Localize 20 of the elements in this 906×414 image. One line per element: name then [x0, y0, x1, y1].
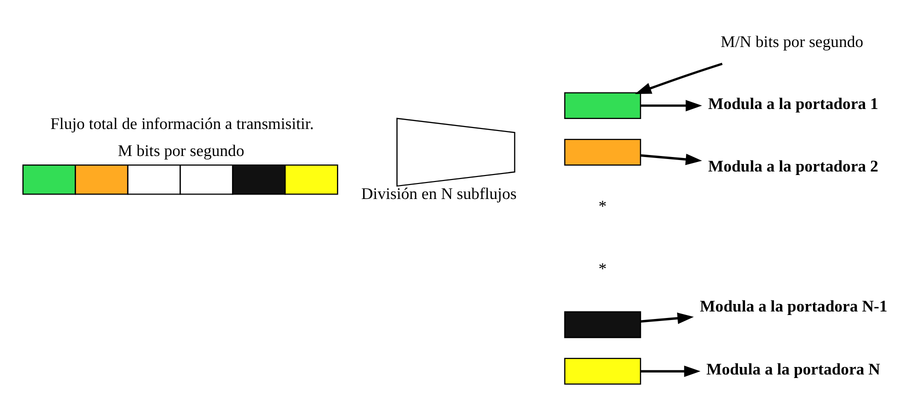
node-text: M/N bits por segundo [720, 32, 863, 52]
arrow [640, 154, 702, 166]
node-text: Modula a la portadora 1 [708, 94, 878, 113]
node-box [564, 311, 641, 338]
node-label: Flujo total de información a transmisitir. [50, 114, 314, 134]
node-text: Modula a la portadora N [706, 359, 880, 378]
arrow [634, 62, 722, 94]
arrow [640, 312, 694, 324]
node-label: División en N subflujos [360, 184, 516, 204]
node-text: Modula a la portadora 2 [708, 156, 878, 176]
node-trapezoid [396, 118, 515, 187]
node-text: Modula a la portadora N-1 [699, 296, 887, 316]
arrow [640, 366, 700, 377]
arrow [640, 100, 702, 112]
label: * [598, 259, 606, 278]
label: * [598, 196, 606, 216]
node-box [564, 138, 641, 166]
node-box [564, 358, 641, 385]
node-box [564, 92, 641, 120]
node-label: M bits por segundo [117, 140, 244, 160]
